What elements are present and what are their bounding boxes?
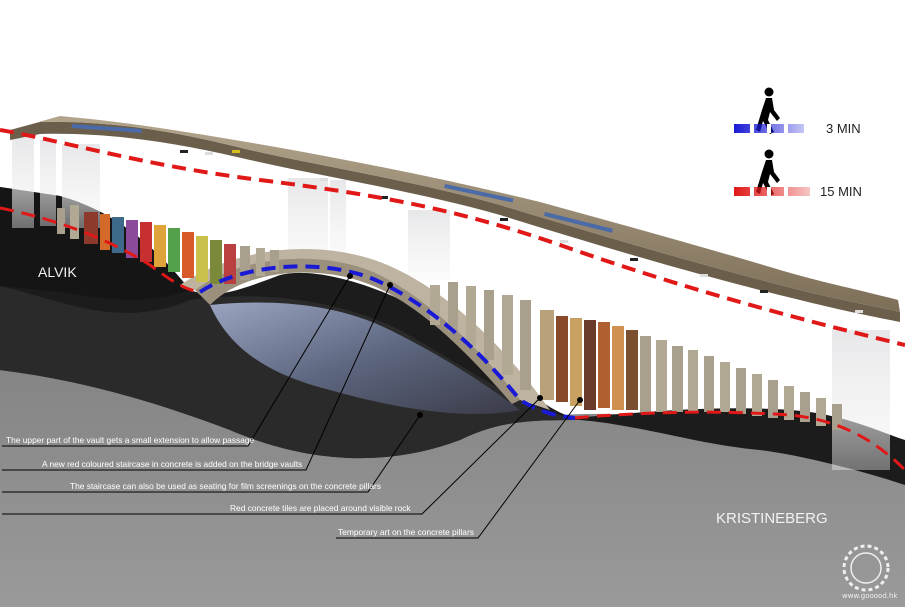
legend-fast-label: 3 MIN [826,121,861,136]
legend-slow-label: 15 MIN [820,184,862,199]
pedestrian-icon [756,87,780,134]
legend: 3 MIN 15 MIN [734,87,862,199]
river-water [210,302,520,414]
road-deck [10,116,900,322]
route-slow-ground-left [0,206,201,294]
annotation-vault-extension: The upper part of the vault gets a small… [6,435,254,445]
annotation-tiles: Red concrete tiles are placed around vis… [230,503,411,513]
pedestrian-icon [756,149,780,196]
annotation-temporary-art: Temporary art on the concrete pillars [338,527,474,537]
art-pillars-left [57,205,279,284]
annotation-seating: The staircase can also be used as seatin… [70,481,381,491]
legend-slow-swatch [734,187,810,196]
place-label-east: KRISTINEBERG [716,510,828,527]
route-fast-vault [198,264,576,420]
annotation-leaders [2,273,583,539]
place-label-west: ALVIK [38,264,77,280]
annotation-staircase: A new red coloured staircase in concrete… [42,459,302,469]
watermark-text: www.gooood.hk [842,592,898,600]
watermark: www.gooood.hk [842,544,898,600]
route-slow-road [0,128,905,347]
gooood-logo-icon [842,544,890,592]
art-pillars-right [430,282,842,430]
route-slow-ground-right [574,410,905,472]
